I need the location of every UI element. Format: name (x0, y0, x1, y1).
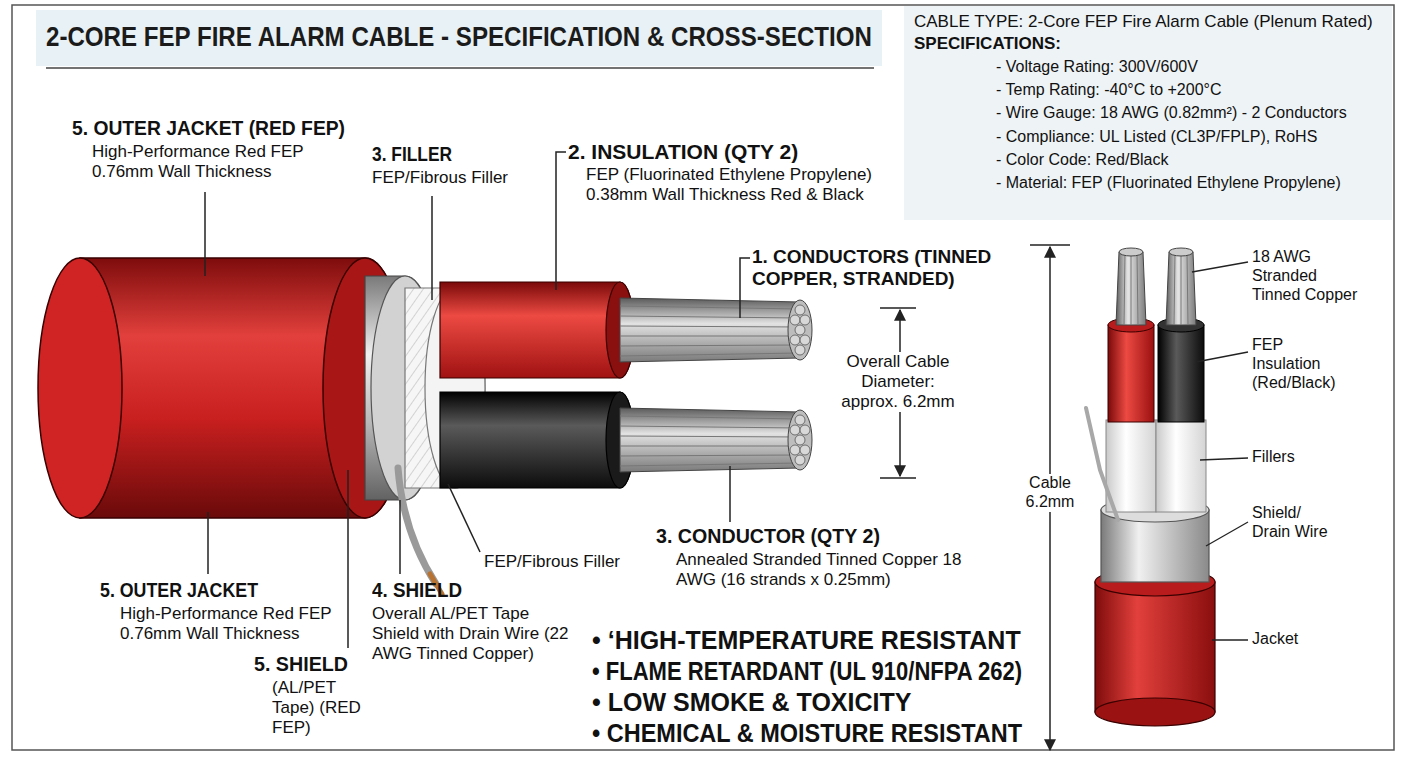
leader-lines (1192, 262, 1248, 640)
part-label: 18 AWG Stranded Tinned Copper (1252, 248, 1362, 305)
strand-end (795, 325, 805, 335)
callout-heading: 5. SHIELD (254, 652, 348, 677)
strand-end (795, 415, 805, 425)
callout-heading: 2. INSULATION (QTY 2) (568, 140, 798, 165)
filler-body (1106, 420, 1156, 512)
callout-heading: 5. OUTER JACKET (RED FEP) (72, 116, 345, 141)
leader-line (1200, 458, 1248, 460)
strand-face (788, 410, 812, 470)
spec-line: - Material: FEP (Fluorinated Ethylene Pr… (996, 174, 1341, 193)
red-insulation (440, 282, 634, 378)
callout-heading: 5. OUTER JACKET (100, 578, 258, 603)
red-insulation (1108, 325, 1154, 422)
strand-end (790, 425, 800, 435)
black-insulation (440, 392, 634, 488)
leader-line (556, 152, 566, 290)
leader-line (1212, 639, 1248, 640)
callout-heading: 3. CONDUCTOR (QTY 2) (656, 524, 880, 549)
drain-wire (1086, 408, 1118, 520)
callout-text: FEP/Fibrous Filler (372, 168, 508, 188)
callout-text: (AL/PET Tape) (RED FEP) (272, 678, 382, 738)
strand-lines (620, 306, 800, 356)
strand-end (795, 435, 805, 445)
strand-end (795, 455, 805, 465)
strand-lines (620, 416, 800, 466)
spec-heading: SPECIFICATIONS: (914, 34, 1061, 54)
strand-end (790, 445, 800, 455)
jacket-bottom (1095, 698, 1215, 726)
dimension-label: Overall Cable Diameter: approx. 6.2mm (838, 352, 958, 412)
strand-face (788, 300, 812, 360)
spec-line: - Voltage Rating: 300V/600V (996, 58, 1198, 77)
leader-line (1196, 352, 1248, 362)
part-label: Shield/ Drain Wire (1252, 504, 1342, 542)
title-underline (46, 67, 874, 69)
jacket-body (1095, 582, 1215, 712)
strand-end (800, 335, 810, 345)
leader-line (399, 500, 401, 574)
strand-ends (790, 305, 810, 355)
leader-line (204, 192, 206, 276)
jacket-end (38, 258, 122, 518)
callout-heading: 4. SHIELD (372, 578, 462, 603)
spec-line: - Compliance: UL Listed (CL3P/FPLP), RoH… (996, 128, 1317, 147)
leader-line (740, 258, 750, 318)
feature-bullet: • FLAME RETARDANT (UL 910/NFPA 262) (592, 657, 1022, 687)
strand-ends (790, 415, 810, 465)
spec-panel (904, 6, 1392, 220)
callout-text: High-Performance Red FEP 0.76mm Wall Thi… (120, 604, 335, 644)
callout-text: FEP/Fibrous Filler (484, 552, 620, 572)
diagram-title: 2-CORE FEP FIRE ALARM CABLE - SPECIFICAT… (46, 20, 872, 53)
strand-end (795, 305, 805, 315)
callout-text: FEP (Fluorinated Ethylene Propylene) 0.3… (586, 165, 886, 205)
leader-line (207, 512, 209, 574)
callout-heading: 3. FILLER (372, 142, 452, 167)
part-label: Jacket (1252, 630, 1298, 649)
dimension-tick (1030, 244, 1070, 246)
strand-end (790, 335, 800, 345)
outer-jacket (80, 258, 407, 518)
strand-top (1119, 248, 1143, 256)
strand-top (1169, 248, 1193, 256)
frame (12, 5, 1394, 750)
leader-line (448, 484, 480, 552)
strand-end (800, 425, 810, 435)
spec-line: CABLE TYPE: 2-Core FEP Fire Alarm Cable … (914, 12, 1373, 32)
spec-line: - Color Code: Red/Black (996, 151, 1169, 170)
feature-bullet: • LOW SMOKE & TOXICITY (592, 688, 911, 718)
leader-line (347, 470, 349, 648)
black-strands (620, 408, 800, 472)
spec-line: - Wire Gauge: 18 AWG (0.82mm²) - 2 Condu… (996, 104, 1347, 123)
strand-end (800, 445, 810, 455)
filler-body (1156, 420, 1206, 512)
leader-line (431, 196, 433, 300)
leader-line (1192, 262, 1248, 272)
spec-line: - Temp Rating: -40°C to +200°C (996, 81, 1222, 100)
red-strands (620, 298, 800, 362)
callout-heading: 1. CONDUCTORS (TINNED COPPER, STRANDED) (752, 246, 1032, 291)
dimension-label: Cable 6.2mm (1022, 474, 1078, 512)
leader-line (729, 466, 731, 522)
black-insulation (1158, 325, 1204, 422)
part-label: FEP Insulation (Red/Black) (1252, 336, 1347, 393)
strand-end (800, 315, 810, 325)
callout-text: High-Performance Red FEP 0.76mm Wall Thi… (92, 142, 307, 182)
title-band (36, 10, 882, 66)
strand-end (790, 315, 800, 325)
strand-end (795, 345, 805, 355)
feature-bullet: • CHEMICAL & MOISTURE RESISTANT (592, 719, 1022, 749)
strand-lines (1124, 252, 1188, 325)
leader-line (1206, 522, 1248, 546)
part-label: Fillers (1252, 448, 1295, 467)
feature-bullet: • ‘HIGH-TEMPERATURE RESISTANT (592, 626, 1021, 656)
callout-text: Overall AL/PET Tape Shield with Drain Wi… (372, 604, 577, 664)
callout-text: Annealed Stranded Tinned Copper 18 AWG (… (676, 550, 976, 590)
drain-wire (398, 468, 436, 584)
